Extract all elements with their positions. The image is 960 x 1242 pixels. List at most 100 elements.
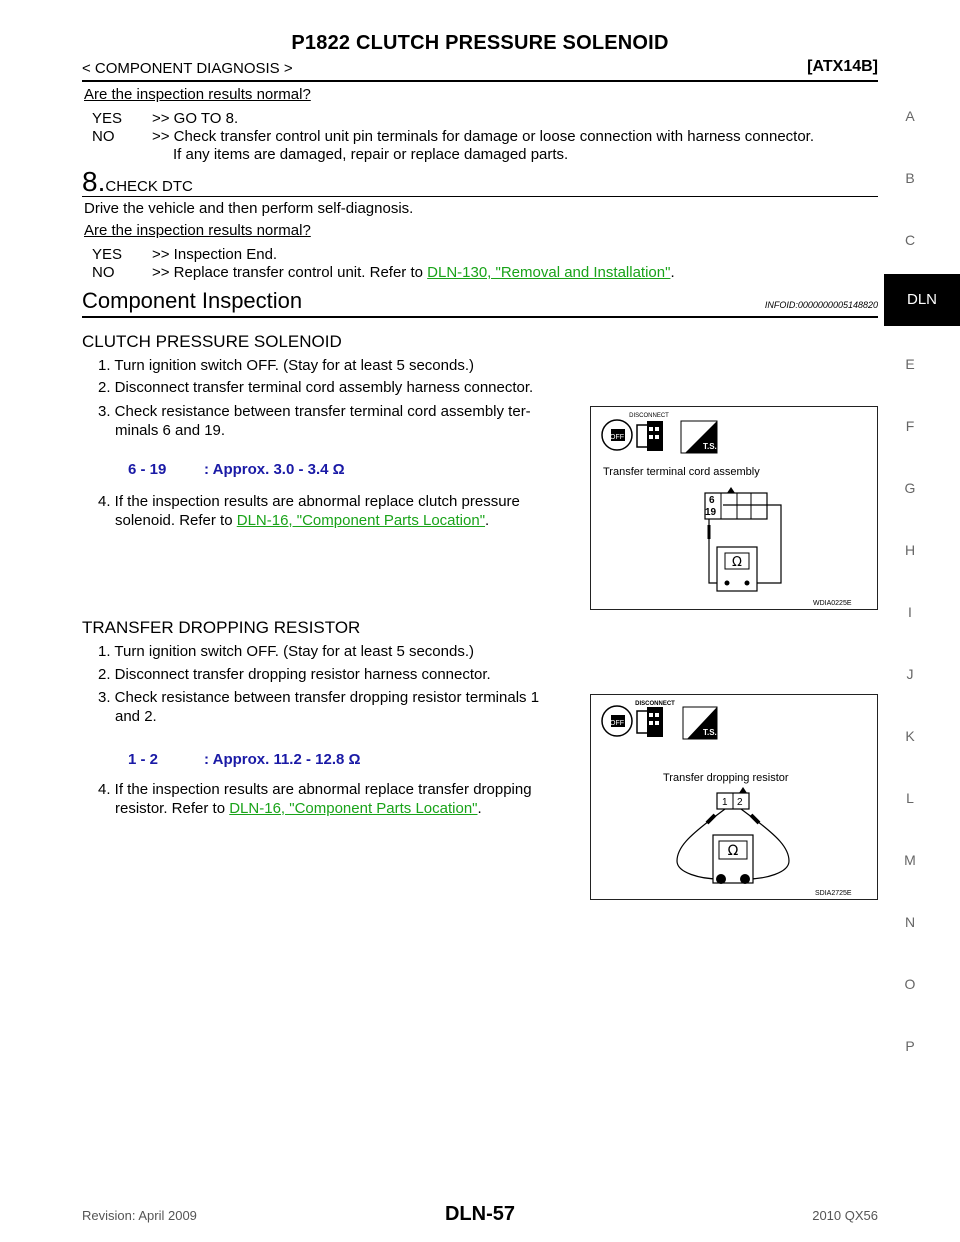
page-number: DLN-57: [444, 1203, 515, 1225]
resistor-step-4-prefix: resistor. Refer to: [115, 800, 230, 817]
info-id: INFOID:0000000005148820: [764, 300, 878, 310]
tab-i[interactable]: I: [908, 604, 912, 620]
yes-text: >> Inspection End.: [152, 246, 278, 263]
ohmmeter-icon: Ω: [712, 834, 754, 884]
no-key: NO: [92, 264, 115, 281]
step8-question: Are the inspection results normal?: [84, 222, 311, 239]
header-rule: [82, 80, 878, 82]
component-inspection-rule: [82, 316, 878, 318]
step8-instruction: Drive the vehicle and then perform self-…: [84, 200, 414, 217]
tester-icon: T.S.: [682, 706, 718, 740]
ohm-symbol: Ω: [728, 843, 739, 859]
resistor-step-2: 2. Disconnect transfer dropping resistor…: [98, 666, 491, 683]
disconnect-icon: DISCONNECT: [635, 701, 675, 737]
resistor-heading: TRANSFER DROPPING RESISTOR: [82, 618, 361, 637]
step8-yes: YES >> Inspection End.: [92, 246, 882, 264]
model-code: [ATX14B]: [807, 58, 878, 75]
off-label: OFF: [610, 720, 624, 727]
disconnect-icon: DISCONNECT: [629, 413, 669, 451]
tab-e[interactable]: E: [905, 356, 915, 372]
tab-c[interactable]: C: [904, 232, 916, 248]
no-text: >> Replace transfer control unit. Refer …: [152, 264, 675, 282]
clutch-figure: OFF DISCONNECT T.S. Transfer terminal co…: [590, 406, 878, 610]
yes-text: >> GO TO 8.: [152, 110, 239, 127]
clutch-wiring-diagram: OFF DISCONNECT T.S. Transfer terminal co…: [601, 413, 852, 607]
ohm-symbol: Ω: [732, 555, 742, 570]
resistor-spec-value: : Approx. 11.2 - 12.8 Ω: [204, 751, 361, 768]
tab-a[interactable]: A: [905, 108, 915, 124]
step7-question: Are the inspection results normal?: [84, 86, 311, 103]
resistor-spec-terminals: 1 - 2: [128, 751, 159, 768]
pin-19-label: 19: [705, 507, 717, 518]
clutch-parts-location-link[interactable]: DLN-16, "Component Parts Location": [236, 512, 486, 529]
off-label: OFF: [610, 434, 624, 441]
component-inspection-heading: Component Inspection: [82, 288, 303, 313]
pin-6-label: 6: [709, 495, 715, 506]
tab-m[interactable]: M: [904, 852, 916, 868]
tab-n[interactable]: N: [904, 914, 916, 930]
no-text-cont: If any items are damaged, repair or repl…: [173, 146, 569, 163]
clutch-step-1: 1. Turn ignition switch OFF. (Stay for a…: [98, 357, 474, 374]
disconnect-label: DISCONNECT: [629, 413, 669, 419]
no-text: >> Check transfer control unit pin termi…: [152, 128, 815, 145]
yes-key: YES: [92, 110, 123, 127]
pin-1-label: 1: [722, 797, 728, 808]
ohmmeter-icon: Ω: [716, 546, 758, 592]
resistor-step-1: 1. Turn ignition switch OFF. (Stay for a…: [98, 643, 474, 660]
assembly-label: Transfer terminal cord assembly: [603, 466, 760, 478]
clutch-step-4-prefix: solenoid. Refer to: [115, 512, 237, 529]
connector-icon: 6 19: [704, 487, 768, 520]
figure-code: SDIA2725E: [815, 890, 852, 897]
clutch-step-3-cont: minals 6 and 19.: [115, 422, 226, 439]
tab-o[interactable]: O: [904, 976, 916, 992]
yes-key: YES: [92, 246, 123, 263]
resistor-figure: OFF DISCONNECT T.S. Transfer dropping re…: [590, 694, 878, 900]
page-title: P1822 CLUTCH PRESSURE SOLENOID: [291, 32, 669, 54]
clutch-step-4: 4. If the inspection results are abnorma…: [98, 493, 520, 510]
vehicle-model: 2010 QX56: [812, 1208, 878, 1223]
figure-code: WDIA0225E: [813, 600, 852, 607]
tab-f[interactable]: F: [905, 418, 915, 434]
tab-p[interactable]: P: [905, 1038, 915, 1054]
tab-active-dln[interactable]: DLN: [884, 274, 960, 326]
step7-yes: YES >> GO TO 8.: [92, 110, 882, 128]
step8-heading: 8.CHECK DTC: [82, 166, 193, 198]
no-text-suffix: .: [670, 264, 675, 281]
tab-j[interactable]: J: [906, 666, 914, 682]
clutch-heading: CLUTCH PRESSURE SOLENOID: [82, 332, 342, 351]
clutch-step-4-suffix: .: [485, 512, 490, 529]
removal-installation-link[interactable]: DLN-130, "Removal and Installation": [427, 264, 671, 281]
clutch-step-3: 3. Check resistance between transfer ter…: [98, 403, 531, 420]
clutch-step-2: 2. Disconnect transfer terminal cord ass…: [98, 379, 534, 396]
ts-label: T.S.: [703, 728, 717, 737]
pin-2-label: 2: [737, 797, 743, 808]
step7-no: NO >> Check transfer control unit pin te…: [92, 128, 882, 164]
step-title: CHECK DTC: [105, 178, 193, 195]
resistor-step-3-cont: and 2.: [115, 708, 157, 725]
no-key: NO: [92, 128, 115, 145]
no-text-prefix: >> Replace transfer control unit. Refer …: [152, 264, 428, 281]
resistor-step-4-cont: resistor. Refer to DLN-16, "Component Pa…: [115, 799, 482, 819]
resistor-step-4-suffix: .: [477, 800, 482, 817]
tab-b[interactable]: B: [905, 170, 915, 186]
clutch-step-4-cont: solenoid. Refer to DLN-16, "Component Pa…: [115, 511, 489, 531]
resistor-step-4: 4. If the inspection results are abnorma…: [98, 781, 532, 798]
disconnect-label: DISCONNECT: [635, 701, 675, 707]
connector-icon: 1 2: [716, 787, 750, 810]
step8-rule: [82, 196, 878, 197]
resistor-step-3: 3. Check resistance between transfer dro…: [98, 689, 540, 706]
tab-k[interactable]: K: [905, 728, 915, 744]
tab-l[interactable]: L: [906, 790, 914, 806]
step-number: 8.: [82, 166, 106, 197]
resistor-label: Transfer dropping resistor: [663, 772, 789, 784]
tab-h[interactable]: H: [904, 542, 916, 558]
tester-icon: T.S.: [680, 420, 718, 454]
tab-g[interactable]: G: [904, 480, 916, 496]
ignition-off-icon: OFF: [601, 419, 633, 451]
resistor-parts-location-link[interactable]: DLN-16, "Component Parts Location": [229, 800, 478, 817]
section-label: < COMPONENT DIAGNOSIS >: [82, 60, 293, 77]
step8-no: NO >> Replace transfer control unit. Ref…: [92, 264, 882, 282]
ignition-off-icon: OFF: [601, 705, 633, 737]
resistor-wiring-diagram: OFF DISCONNECT T.S. Transfer dropping re…: [601, 701, 852, 897]
clutch-spec-terminals: 6 - 19: [128, 461, 167, 478]
